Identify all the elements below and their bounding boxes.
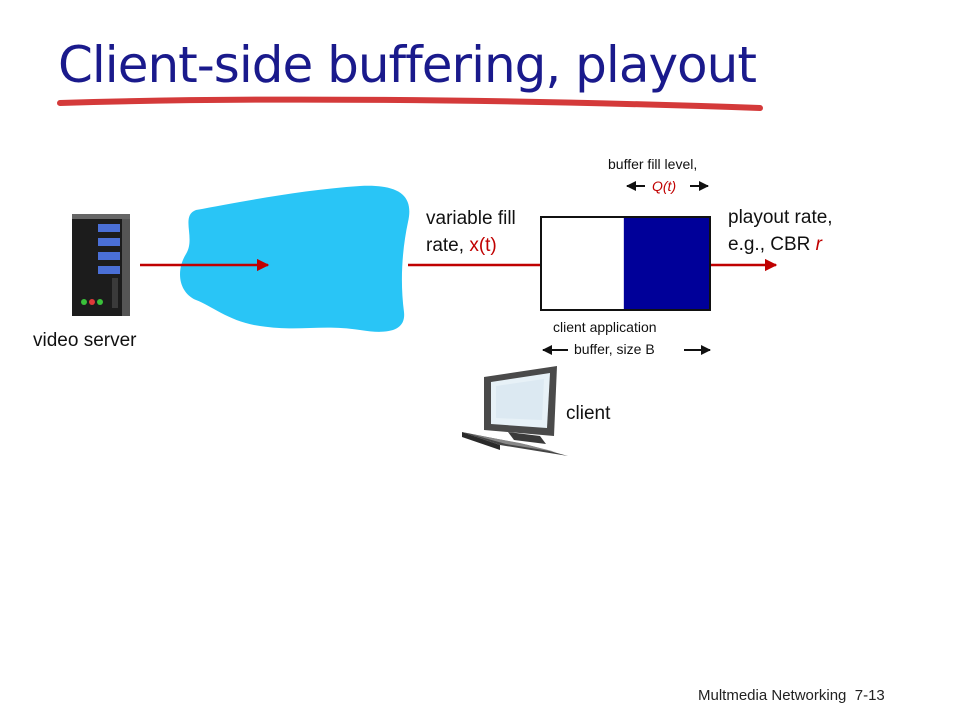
client-label: client [566,403,611,424]
playout-line1: playout rate, [728,207,833,228]
fill-rate-line1: variable fill [426,208,516,229]
network-cloud-icon [180,185,410,332]
slide-footer: Multmedia Networking 7-13 [698,687,885,704]
footer-page-number: 7-13 [854,687,885,704]
footer-section: Multmedia Networking [698,687,847,704]
fill-level-variable: Q(t) [652,178,677,194]
fill-level-label: buffer fill level, [608,156,698,172]
playout-prefix: e.g., CBR [728,234,811,255]
video-server-label: video server [33,330,137,351]
fill-rate-variable: x(t) [469,235,497,256]
title-underline [57,96,763,111]
client-computer-icon [462,366,568,456]
buffer-label-line1: client application [553,319,657,335]
fill-rate-prefix: rate, [426,235,465,256]
playout-line2: e.g., CBR r [728,231,833,258]
buffer-fill [623,218,709,309]
fill-rate-line2: rate, x(t) [426,232,516,259]
playout-rate-label: playout rate, e.g., CBR r [728,204,833,258]
server-icon [72,214,130,316]
fill-rate-label: variable fill rate, x(t) [426,205,516,259]
playout-variable: r [815,234,822,255]
buffer-label-line2: buffer, size B [574,341,655,357]
slide-title: Client-side buffering, playout [58,36,757,94]
